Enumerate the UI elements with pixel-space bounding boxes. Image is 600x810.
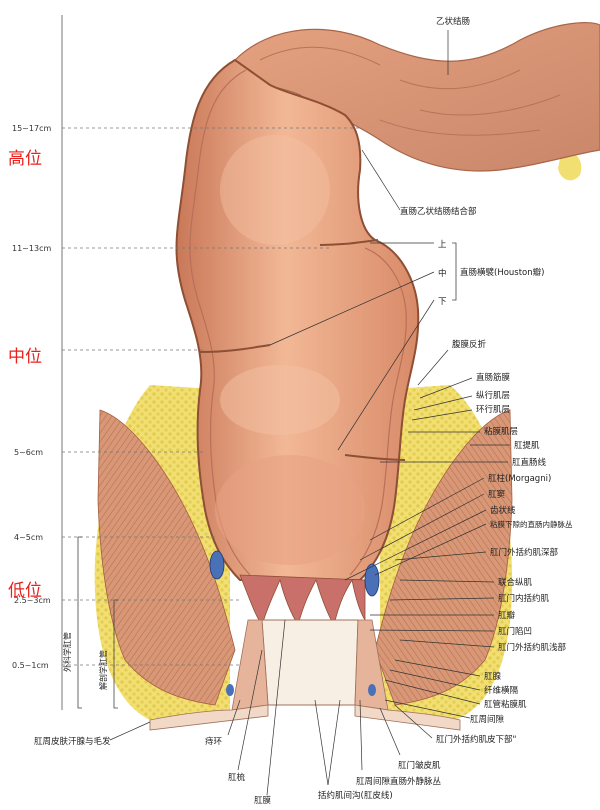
label-perianal-venous-plexus: 肛周间隙直肠外静脉丛 [356, 776, 442, 787]
label-dentate-line: 齿状线 [490, 505, 516, 516]
label-anal-mucosa: 肛膜 [254, 795, 272, 806]
label-muscularis-mucosae: 粘膜肌层 [484, 426, 518, 437]
label-external-sphincter-subcutaneous: 肛门外括约肌皮下部" [436, 734, 517, 745]
label-internal-hemorrhoidal-plexus: 粘膜下隙的直肠内静脉丛 [490, 519, 573, 529]
label-intersphincteric-groove: 括约肌间沟(肛皮线) [318, 790, 393, 801]
label-anal-sinus: 肛窦 [488, 489, 505, 500]
houston-upper: 上 [438, 240, 447, 250]
ruler-0-5-1cm: 0.5~1cm [12, 661, 49, 670]
right-leader-lines [344, 349, 510, 739]
label-external-sphincter-deep: 肛门外括约肌深部 [490, 547, 559, 558]
anatomical-anal-canal: 解剖学肛管 [98, 650, 108, 690]
houston-lower: 下 [438, 297, 447, 307]
label-anal-columns: 肛柱(Morgagni) [488, 473, 551, 484]
zone-low: 低位 [8, 581, 42, 601]
ruler-dashes [62, 127, 360, 666]
label-levator-ani: 肛提肌 [514, 440, 540, 451]
zone-mid: 中位 [8, 347, 42, 367]
label-rectal-fascia: 直肠筋膜 [476, 372, 511, 383]
zone-high: 高位 [8, 149, 42, 169]
label-peritoneal-reflection: 腹膜反折 [452, 339, 487, 350]
label-perianal-skin: 肛周皮肤汗腺与毛发 [34, 736, 111, 747]
rectum [175, 58, 420, 581]
hemorrhoidal-plexus [209, 550, 380, 696]
anal-canal [149, 619, 461, 731]
label-anal-gland: 肛腺 [484, 671, 502, 682]
ruler-2-5-3cm: 2.5~3cm [14, 596, 51, 605]
label-circular-muscle: 环行肌层 [476, 404, 510, 415]
ruler-15-17cm: 15~17cm [12, 124, 51, 133]
ruler-4-5cm: 4~5cm [14, 533, 43, 542]
surgical-anal-canal: 外科学肛管 [62, 632, 72, 672]
ruler-5-6cm: 5~6cm [14, 448, 43, 457]
label-fibrous-septum: 纤维横隔 [484, 685, 519, 696]
levator-ani-muscle [97, 409, 513, 706]
label-anorectal-line: 肛直肠线 [512, 457, 547, 468]
houston-valve-label: 直肠横襞(Houston瓣) [460, 267, 544, 278]
label-anal-mucosal-muscle: 肛管粘膜肌 [484, 699, 527, 710]
label-anal-valve: 肛瓣 [498, 610, 516, 621]
label-sigmoid-colon: 乙状结肠 [436, 16, 470, 27]
label-anal-comb: 肛梳 [228, 772, 246, 783]
label-external-sphincter-superficial: 肛门外括约肌浅部 [498, 642, 567, 653]
label-internal-sphincter: 肛门内括约肌 [498, 593, 550, 604]
label-anal-crypt: 肛门陷凹 [498, 626, 532, 637]
label-rectosigmoid-junction: 直肠乙状结肠结合部 [400, 206, 477, 217]
label-perianal-space: 肛周间隙 [470, 714, 505, 725]
label-longitudinal-muscle: 纵行肌层 [476, 390, 510, 401]
anal-columns [239, 574, 366, 627]
label-anal-verge: 肛门皱皮肌 [398, 760, 441, 771]
label-hemorrhoid-ring: 痔环 [205, 736, 223, 747]
bottom-leader-lines [109, 619, 401, 796]
ruler-11-13cm: 11~13cm [12, 244, 51, 253]
label-conjoint-longitudinal: 联合纵肌 [498, 577, 533, 588]
houston-middle: 中 [438, 268, 447, 279]
